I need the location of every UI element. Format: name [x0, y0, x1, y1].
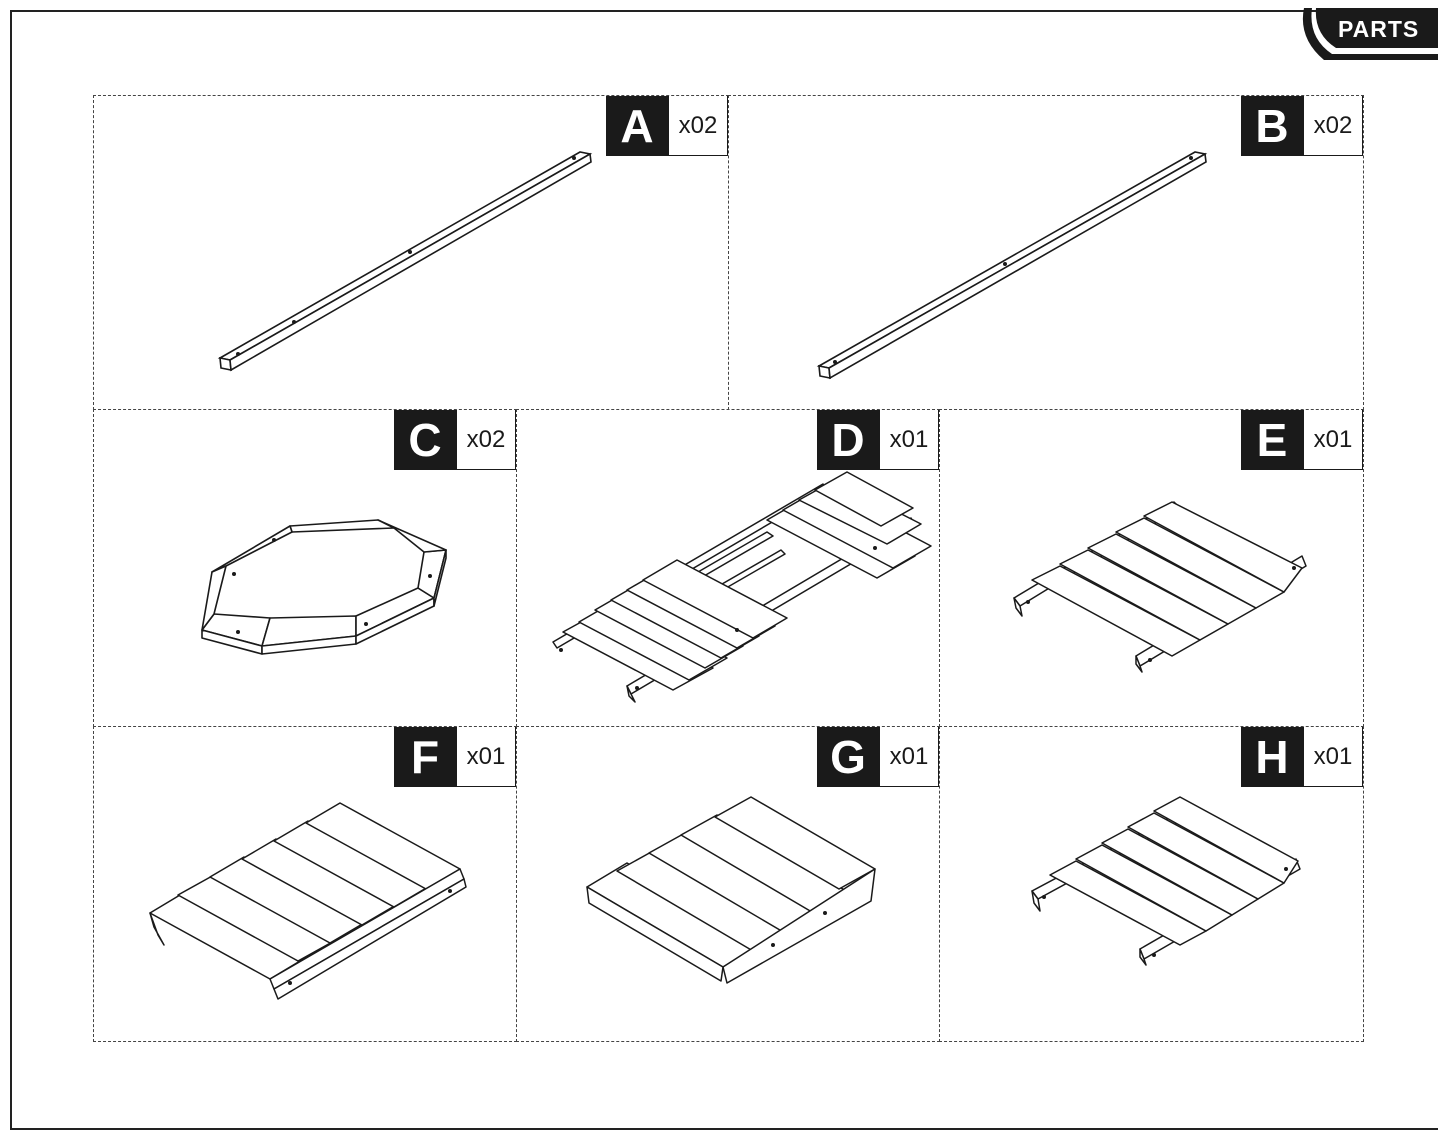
parts-tab-shape: [1303, 8, 1438, 60]
part-card-a: A x02: [93, 95, 729, 410]
part-badge-a: A x02: [606, 96, 728, 156]
part-card-b: B x02: [728, 95, 1364, 410]
part-letter: D: [817, 410, 879, 470]
part-card-e: E x01: [939, 409, 1364, 727]
part-card-c: C x02: [93, 409, 517, 727]
part-badge-h: H x01: [1241, 727, 1363, 787]
part-quantity: x01: [456, 727, 516, 787]
part-quantity: x02: [456, 410, 516, 470]
octagon-ring-icon: [201, 519, 447, 655]
part-letter: C: [394, 410, 456, 470]
long-rail-icon: [816, 151, 1208, 380]
part-badge-g: G x01: [817, 727, 939, 787]
part-card-d: D x01: [516, 409, 940, 727]
part-card-g: G x01: [516, 726, 940, 1042]
part-letter: E: [1241, 410, 1303, 470]
part-quantity: x02: [1303, 96, 1363, 156]
part-quantity: x01: [879, 727, 939, 787]
part-quantity: x02: [668, 96, 728, 156]
slat-panel-icon: [1031, 796, 1301, 966]
slat-panel-icon: [149, 802, 467, 1000]
part-badge-b: B x02: [1241, 96, 1363, 156]
part-badge-e: E x01: [1241, 410, 1363, 470]
part-letter: F: [394, 727, 456, 787]
parts-tab-label: PARTS: [1338, 16, 1420, 42]
part-card-h: H x01: [939, 726, 1364, 1042]
part-quantity: x01: [879, 410, 939, 470]
part-letter: G: [817, 727, 879, 787]
part-badge-f: F x01: [394, 727, 516, 787]
part-letter: H: [1241, 727, 1303, 787]
slat-panel-icon: [1013, 501, 1307, 673]
part-letter: A: [606, 96, 668, 156]
part-quantity: x01: [1303, 410, 1363, 470]
part-badge-d: D x01: [817, 410, 939, 470]
part-card-f: F x01: [93, 726, 517, 1042]
slat-panel-icon: [586, 796, 876, 984]
ladder-frame-icon: [552, 471, 932, 703]
part-quantity: x01: [1303, 727, 1363, 787]
part-badge-c: C x02: [394, 410, 516, 470]
long-rail-icon: [217, 151, 593, 372]
part-letter: B: [1241, 96, 1303, 156]
